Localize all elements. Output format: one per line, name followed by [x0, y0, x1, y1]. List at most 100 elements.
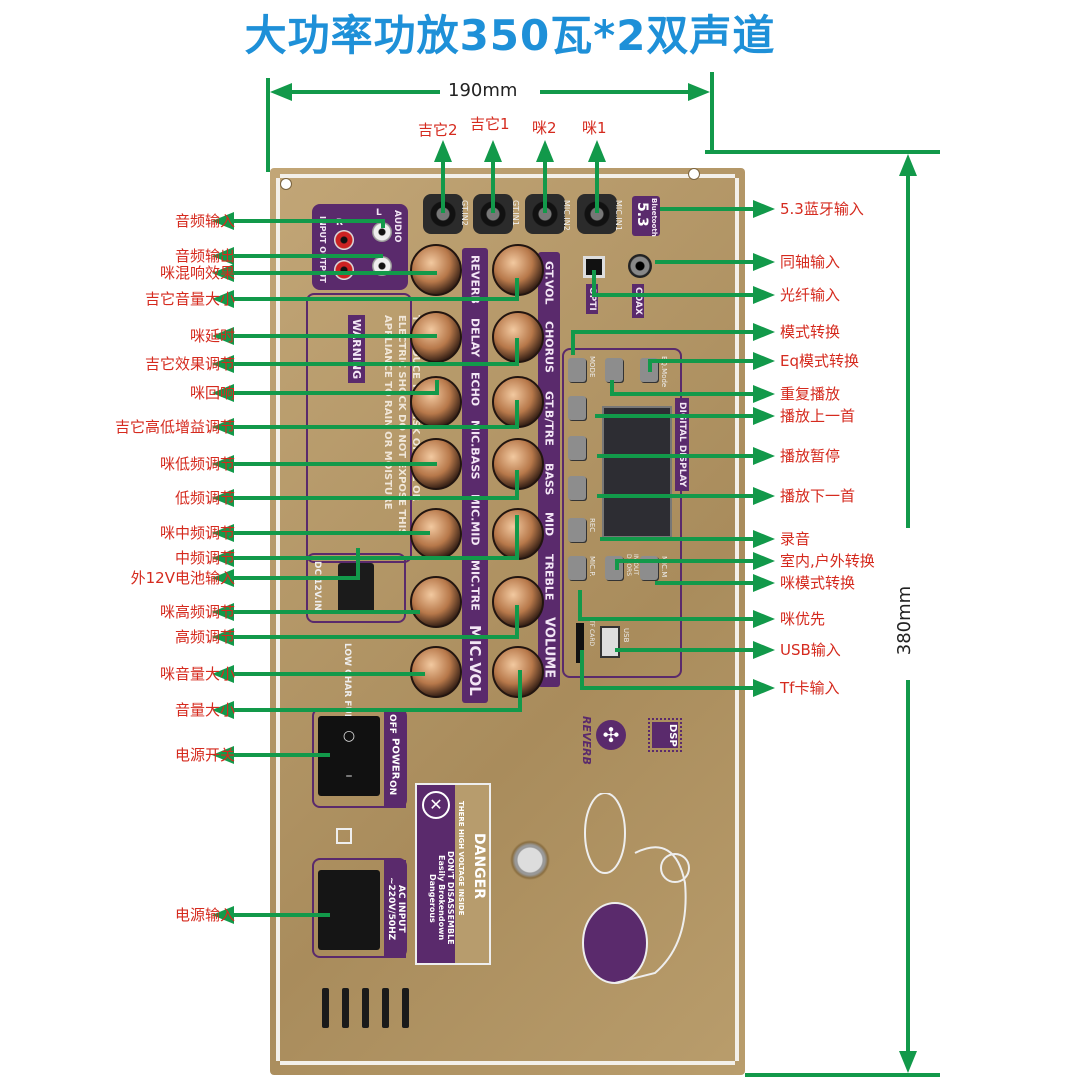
arrowhead-icon — [753, 447, 775, 465]
arrowhead-icon — [588, 140, 606, 162]
leader-line — [648, 359, 760, 372]
bluetooth-version: 5.3 — [634, 202, 650, 227]
reverb-label: REVERB — [468, 255, 482, 305]
vent-slot — [402, 988, 409, 1028]
rca-input-r[interactable] — [334, 230, 354, 250]
reverb-logo: REVERB — [580, 716, 593, 765]
annotation-label: 5.3蓝牙输入 — [780, 200, 864, 218]
annotation-label: 播放上一首 — [780, 407, 856, 425]
screw-hole — [688, 168, 700, 180]
arrowhead-icon — [212, 489, 234, 507]
bluetooth-badge: Bluetooth 5.3 — [632, 196, 660, 237]
rec-label: REC — [588, 518, 596, 533]
coax-label: COAX — [632, 284, 644, 318]
rca-input-l[interactable] — [372, 222, 392, 242]
annotation-label: 吉它高低增益调节 — [114, 418, 235, 436]
annotation-label: 咪音量大小 — [159, 665, 235, 683]
arrowhead-icon — [212, 384, 234, 402]
annotation-label: Eq模式转换 — [780, 352, 859, 370]
danger-line3: Easily Brokendown — [437, 855, 446, 941]
delay-label: DELAY — [468, 318, 482, 358]
ac-label: AC INPUT ~220V/50HZ — [384, 860, 406, 958]
annotation-label: 重复播放 — [780, 385, 841, 403]
mic-tre-label: MIC.TRE — [468, 559, 482, 611]
arrowhead-icon — [212, 628, 234, 646]
dsp-chip-logo: DSP — [648, 718, 682, 752]
arrowhead-icon — [212, 290, 234, 308]
arrowhead-icon — [536, 140, 554, 162]
annotation-label: 播放暂停 — [780, 447, 841, 465]
power-on-label: ON — [387, 780, 397, 796]
mic-knob[interactable] — [410, 646, 462, 698]
power-label: POWER — [384, 710, 406, 808]
arrowhead-icon — [212, 455, 234, 473]
rail — [280, 1061, 735, 1065]
mic-priority-button[interactable] — [568, 556, 586, 580]
mic-bass-label: MIC.BASS — [468, 420, 482, 480]
mode-button[interactable] — [568, 358, 586, 382]
leader-line — [580, 650, 760, 690]
audio-l: L — [376, 208, 382, 218]
mic-knob[interactable] — [410, 576, 462, 628]
mic-control-strip: REVERB DELAY ECHO MIC.BASS MIC.MID MIC.T… — [462, 248, 488, 703]
leader-line — [222, 670, 522, 712]
annotation-label: 播放下一首 — [780, 487, 856, 505]
annotation-label: 音频输入 — [174, 212, 235, 230]
arrowhead-icon — [212, 549, 234, 567]
arrowhead-icon — [753, 352, 775, 370]
mic-knob[interactable] — [410, 244, 462, 296]
leader-line — [222, 219, 385, 228]
arrowhead-icon — [484, 140, 502, 162]
ac-power-socket[interactable] — [318, 870, 380, 950]
rec-button[interactable] — [568, 518, 586, 542]
vent-slots — [322, 988, 409, 1028]
prev-button[interactable] — [568, 396, 586, 420]
annotation-label: 录音 — [780, 530, 811, 548]
arrowhead-icon — [212, 264, 234, 282]
annotation-label: 咪高频调节 — [159, 603, 235, 621]
coax-input[interactable] — [628, 254, 652, 278]
screw-hole — [280, 178, 292, 190]
fan-icon: ✣ — [596, 720, 626, 750]
arrowhead-icon — [212, 355, 234, 373]
echo-label: ECHO — [468, 371, 482, 406]
annotation-label: Tf卡输入 — [780, 679, 840, 697]
leader-line — [578, 590, 760, 621]
annotation-label: 咪延时 — [189, 327, 235, 345]
danger-line4: Dangerous — [428, 873, 437, 923]
arrowhead-icon — [212, 212, 234, 230]
annotation-label: 咪中频调节 — [159, 524, 235, 542]
width-arrow-icon — [688, 83, 710, 101]
height-arrow-icon — [899, 154, 917, 176]
rail — [276, 178, 280, 1061]
tf-card-slot[interactable] — [576, 623, 584, 663]
repeat-button[interactable] — [605, 358, 623, 382]
annotation-label: 电源开关 — [174, 746, 235, 764]
leader-line — [222, 515, 519, 560]
jack-label: MIC.IN2 — [562, 200, 571, 231]
leader-line — [222, 338, 519, 366]
volume-label: VOLUME — [541, 617, 557, 679]
treble-label: TREBLE — [542, 553, 556, 600]
ac-title: AC INPUT — [396, 885, 406, 933]
leader-line — [615, 559, 760, 570]
vent-slot — [362, 988, 369, 1028]
arrowhead-icon — [753, 679, 775, 697]
arrowhead-icon — [212, 603, 234, 621]
dc-label: DC 12V.IN — [312, 561, 322, 611]
annotation-label: 高频调节 — [174, 628, 235, 646]
annotation-label: 音量大小 — [174, 701, 235, 719]
mid-label: MID — [542, 512, 556, 537]
arrowhead-icon — [212, 746, 234, 764]
play-pause-button[interactable] — [568, 436, 586, 460]
arrowhead-icon — [212, 665, 234, 683]
chorus-label: CHORUS — [542, 321, 556, 374]
bluetooth-label: Bluetooth — [650, 198, 658, 237]
next-button[interactable] — [568, 476, 586, 500]
arrowhead-icon — [212, 524, 234, 542]
bass-label: BASS — [542, 462, 556, 495]
arrowhead-icon — [212, 906, 234, 924]
guitar-knob[interactable] — [492, 576, 544, 628]
